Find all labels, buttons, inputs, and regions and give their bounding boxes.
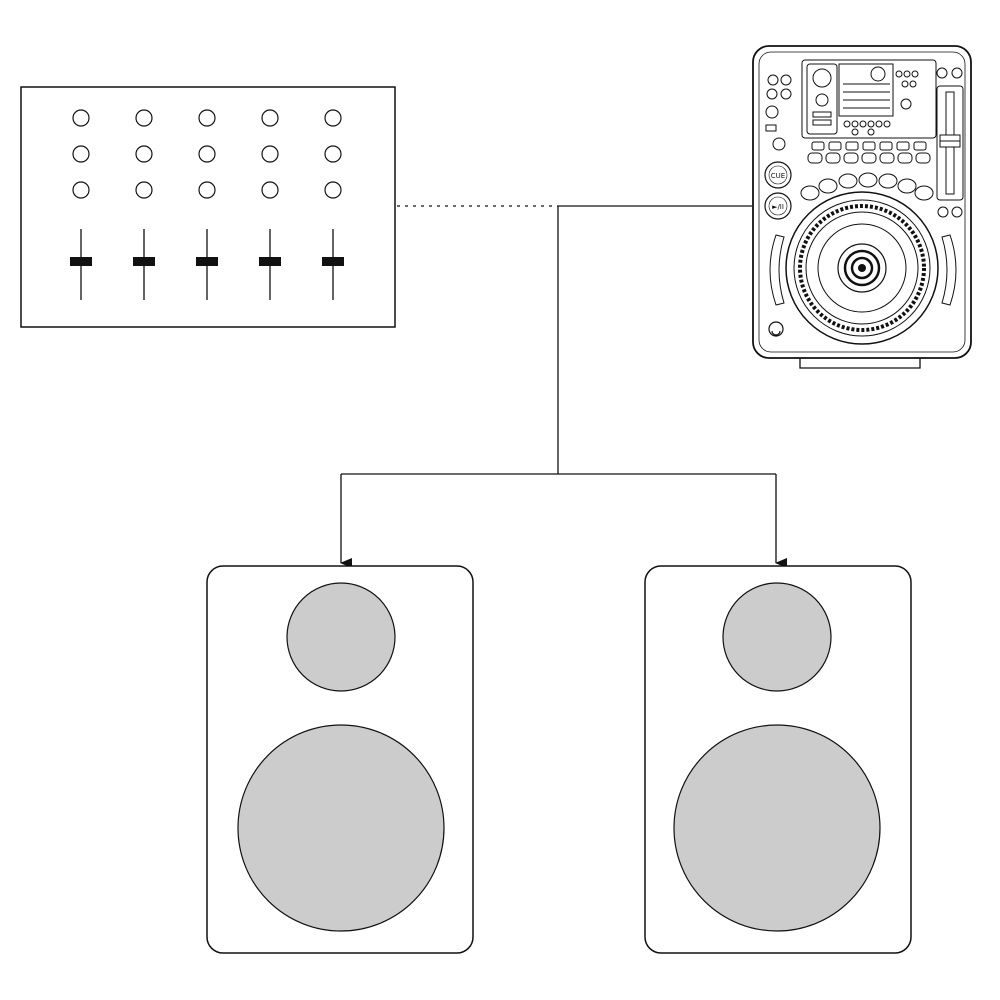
mixer-knob [135, 145, 153, 163]
player-base [799, 355, 921, 369]
speaker-right [644, 565, 912, 954]
speaker-right-woofer [673, 724, 881, 932]
speaker-right-tweeter [722, 582, 832, 692]
mixer-knob [135, 181, 153, 199]
connections [340, 205, 787, 568]
mixer-knob [135, 109, 153, 127]
mixer-knob [324, 181, 342, 199]
mixer-knob [324, 145, 342, 163]
mixer-fader [322, 229, 344, 300]
mixer-knob [72, 109, 90, 127]
speaker-left [206, 565, 474, 954]
player-play-pause-button: ►/II [764, 192, 792, 220]
mixer-faders [70, 229, 344, 300]
speaker-left-woofer [237, 724, 445, 932]
mixer-knob [261, 145, 279, 163]
mixer-fader [259, 229, 281, 300]
speaker-left-tweeter [286, 582, 396, 692]
mixer-knob [198, 145, 216, 163]
mixer-knob [324, 109, 342, 127]
player-inner-frame [758, 51, 966, 353]
player-side-arcs [769, 234, 957, 306]
dj-cd-player: CUE ►/II [752, 45, 972, 369]
jog-wheel [785, 191, 939, 345]
mixer-knob [261, 181, 279, 199]
mixer [20, 86, 396, 328]
mixer-fader [70, 229, 92, 300]
cue-label: CUE [771, 172, 785, 180]
mixer-knobs [72, 109, 342, 199]
mixer-knob [72, 181, 90, 199]
mixer-knob [261, 109, 279, 127]
power-icon [768, 321, 784, 337]
player-pitch-section [936, 67, 964, 218]
player-arc-buttons [800, 172, 934, 201]
mixer-knob [72, 145, 90, 163]
mixer-knob [198, 109, 216, 127]
mixer-fader [133, 229, 155, 300]
mixer-fader [196, 229, 218, 300]
player-display [801, 59, 937, 139]
player-cue-button: CUE [764, 161, 792, 189]
player-left-controls [765, 74, 792, 151]
player-button-row [807, 141, 931, 164]
mixer-knob [198, 181, 216, 199]
play-pause-label: ►/II [772, 203, 784, 211]
